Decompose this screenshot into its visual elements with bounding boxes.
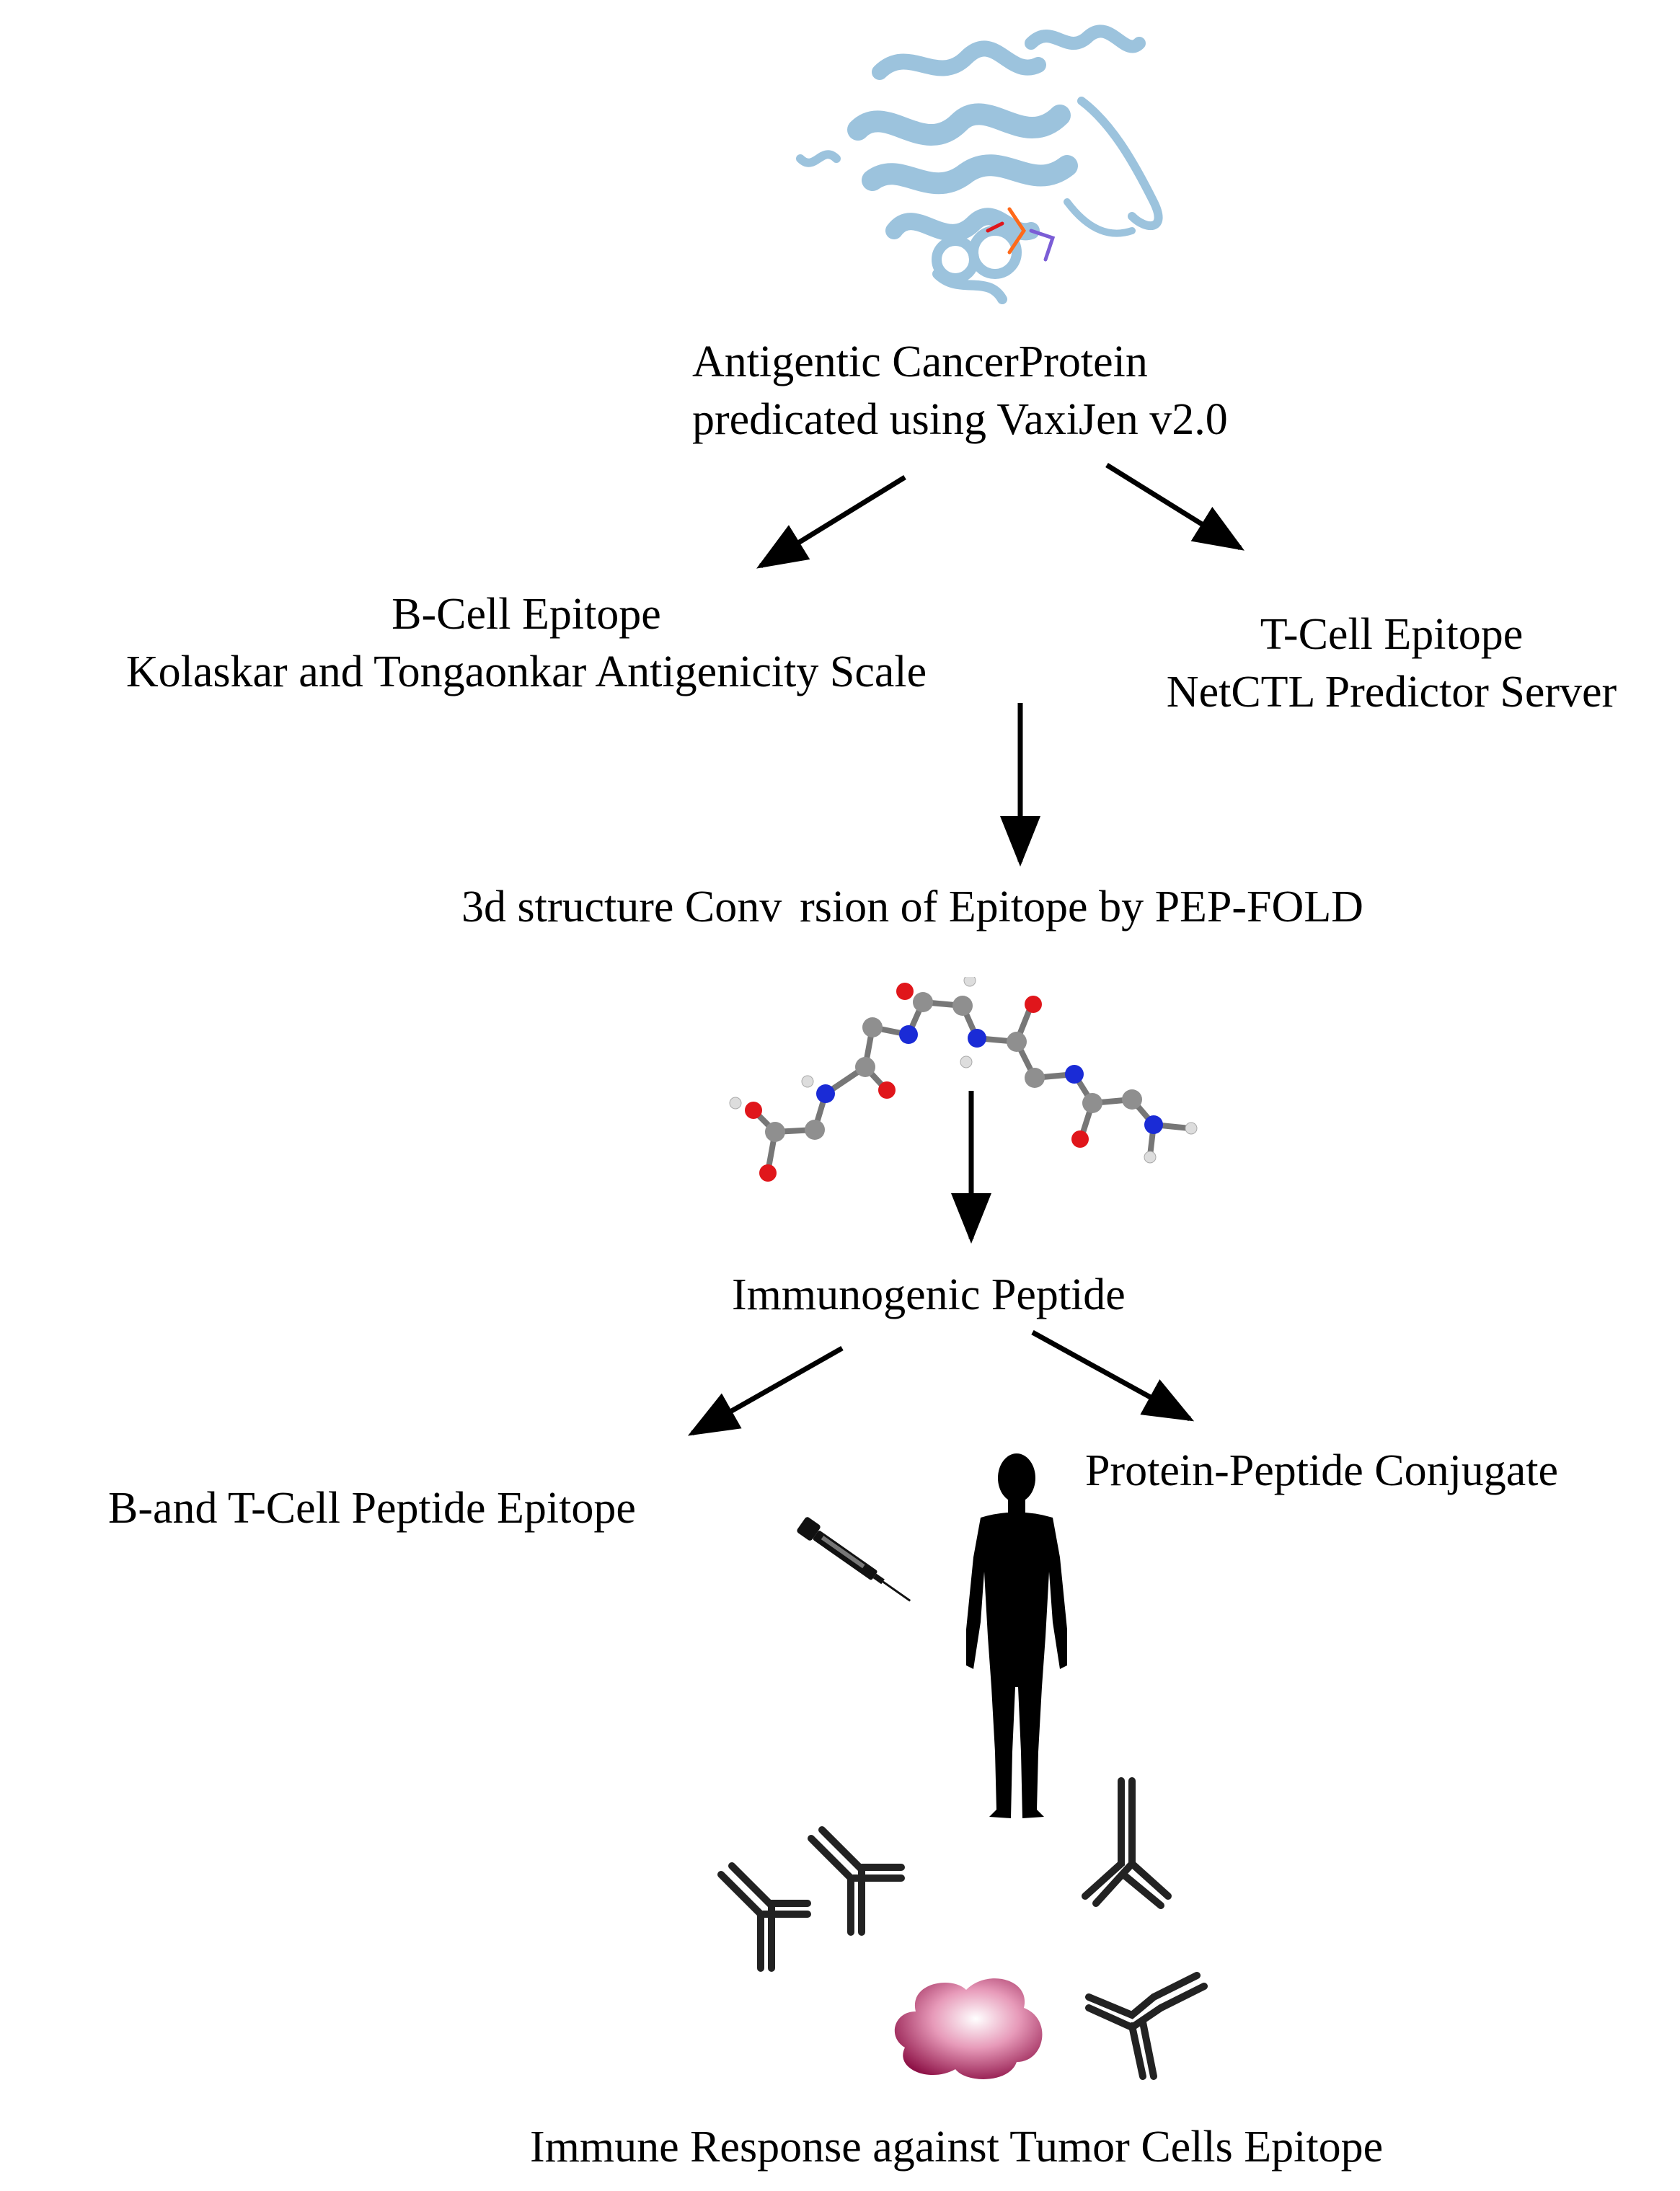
tumor-cell-icon xyxy=(894,1978,1043,2079)
t-cell-epitope-line2: NetCTL Predictor Server xyxy=(1166,668,1617,717)
antibody-icon xyxy=(717,1777,1208,2080)
bt-peptide-epitope-label: B-and T-Cell Peptide Epitope xyxy=(108,1484,636,1533)
syringe-icon xyxy=(797,1517,911,1602)
arrow-to-conjugate xyxy=(1031,1329,1195,1422)
b-cell-epitope-label: B-Cell Epitope Kolaskar and Tongaonkar A… xyxy=(29,585,1024,701)
b-cell-epitope-line2: Kolaskar and Tongaonkar Antigenicity Sca… xyxy=(125,647,927,696)
human-silhouette-icon xyxy=(966,1453,1067,1818)
arrow-to-bt-epitope xyxy=(687,1345,844,1436)
antigenic-protein-line1: Antigentic CancerProtein xyxy=(692,337,1148,386)
immune-response-label: Immune Response against Tumor Cells Epit… xyxy=(530,2123,1384,2172)
t-cell-epitope-line1: T-Cell Epitope xyxy=(1260,610,1524,659)
immunogenic-peptide-label: Immunogenic Peptide xyxy=(732,1270,1126,1319)
b-cell-epitope-line1: B-Cell Epitope xyxy=(392,590,661,639)
peptide-molecule-icon xyxy=(729,977,1198,1182)
structure-conversion-label: 3d structure Conv rsion of Epitope by PE… xyxy=(461,882,1363,931)
antigenic-protein-line2: predicated using VaxiJen v2.0 xyxy=(692,395,1228,444)
arrow-to-tcell xyxy=(1105,463,1244,551)
arrow-to-bcell xyxy=(756,475,906,569)
t-cell-epitope-label: T-Cell Epitope NetCTL Predictor Server xyxy=(1110,606,1673,721)
antigenic-protein-label: Antigentic CancerProtein predicated usin… xyxy=(692,333,1228,448)
protein-ribbon-icon xyxy=(796,25,1163,304)
protein-peptide-conjugate-label: Protein-Peptide Conjugate xyxy=(1085,1446,1559,1495)
